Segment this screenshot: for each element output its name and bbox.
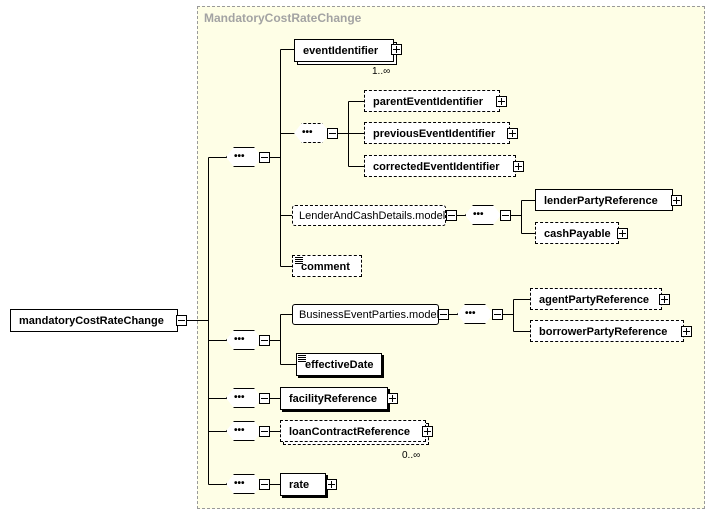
plus-icon[interactable] [422,426,433,437]
lender-party-reference-label: lenderPartyReference [544,195,658,207]
minus-icon[interactable] [500,210,511,221]
minus-icon[interactable] [259,335,270,346]
effective-date-element[interactable]: effectiveDate [296,353,382,376]
minus-icon[interactable] [259,152,270,163]
minus-icon[interactable] [492,309,503,320]
plus-icon[interactable] [391,44,402,55]
rate-element[interactable]: rate [280,473,326,496]
sequence-dots: ••• [234,425,245,436]
minus-icon[interactable] [438,309,449,320]
sequence-dots: ••• [302,127,313,138]
minus-icon[interactable] [327,128,338,139]
plus-icon[interactable] [507,128,518,139]
minus-icon[interactable] [259,426,270,437]
plus-icon[interactable] [326,479,337,490]
event-identifier-label: eventIdentifier [303,45,379,57]
previous-event-identifier-element[interactable]: previousEventIdentifier [364,122,510,144]
plus-icon[interactable] [659,294,670,305]
sequence-dots: ••• [465,308,476,319]
comment-element[interactable]: comment [292,255,362,277]
loan-contract-reference-cardinality: 0..∞ [402,450,421,461]
minus-icon[interactable] [176,315,187,326]
plus-icon[interactable] [671,195,682,206]
documentation-icon [295,257,303,264]
minus-icon[interactable] [446,210,457,221]
facility-reference-element[interactable]: facilityReference [280,387,388,410]
minus-icon[interactable] [259,479,270,490]
cash-payable-element[interactable]: cashPayable [535,222,619,244]
effective-date-label: effectiveDate [305,359,374,371]
sequence-dots: ••• [234,334,245,345]
documentation-icon [298,355,306,362]
sequence-dots: ••• [234,478,245,489]
root-element[interactable]: mandatoryCostRateChange [10,309,178,332]
borrower-party-reference-label: borrowerPartyReference [539,326,668,338]
business-event-parties-model[interactable]: BusinessEventParties.model [292,304,439,325]
sequence-dots: ••• [234,392,245,403]
plus-icon[interactable] [387,393,398,404]
business-event-parties-label: BusinessEventParties.model [299,309,440,321]
plus-icon[interactable] [617,228,628,239]
sequence-dots: ••• [234,151,245,162]
comment-label: comment [301,261,350,273]
corrected-event-identifier-element[interactable]: correctedEventIdentifier [364,155,516,177]
root-label: mandatoryCostRateChange [19,315,164,327]
agent-party-reference-element[interactable]: agentPartyReference [530,288,662,310]
loan-contract-reference-label: loanContractReference [289,426,411,438]
agent-party-reference-label: agentPartyReference [539,294,650,306]
rate-label: rate [289,479,310,491]
lender-and-cash-details-label: LenderAndCashDetails.model [299,210,446,222]
lender-party-reference-element[interactable]: lenderPartyReference [535,189,673,211]
facility-reference-label: facilityReference [289,393,378,405]
lender-and-cash-details-model[interactable]: LenderAndCashDetails.model [292,205,446,226]
plus-icon[interactable] [681,326,692,337]
event-identifier-element[interactable]: eventIdentifier [294,39,394,62]
cash-payable-label: cashPayable [544,228,611,240]
previous-event-identifier-label: previousEventIdentifier [373,128,496,140]
corrected-event-identifier-label: correctedEventIdentifier [373,161,500,173]
loan-contract-reference-element[interactable]: loanContractReference [280,420,426,442]
plus-icon[interactable] [513,161,524,172]
plus-icon[interactable] [496,96,507,107]
group-title: MandatoryCostRateChange [204,11,362,25]
event-identifier-cardinality: 1..∞ [372,66,391,77]
minus-icon[interactable] [259,393,270,404]
parent-event-identifier-label: parentEventIdentifier [373,96,484,108]
parent-event-identifier-element[interactable]: parentEventIdentifier [364,90,500,112]
sequence-dots: ••• [473,209,484,220]
borrower-party-reference-element[interactable]: borrowerPartyReference [530,320,684,342]
